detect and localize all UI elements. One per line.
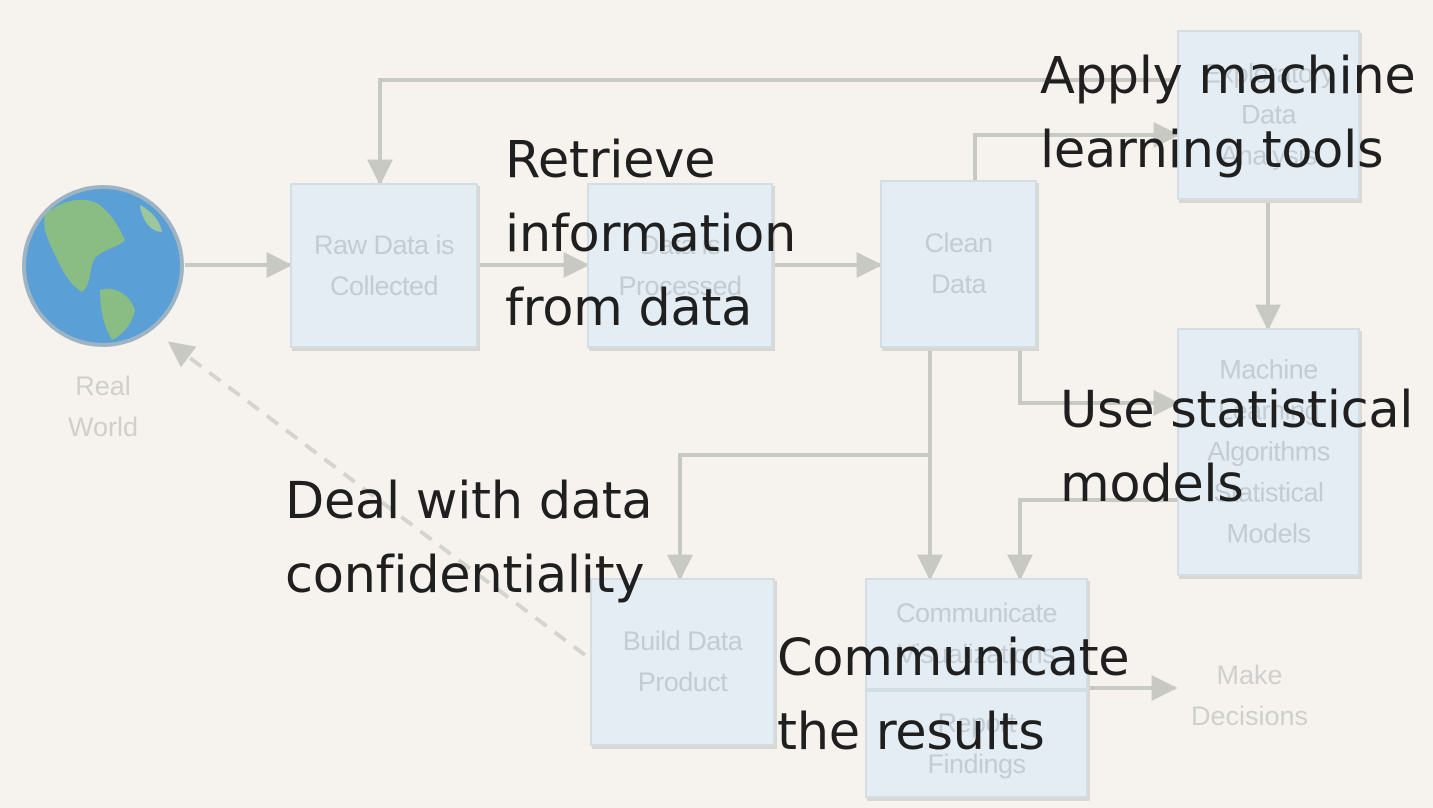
- ml-box: Machine Learning Algorithms Statistical …: [1177, 328, 1360, 576]
- exploratory-label: Exploratory Data Analysis: [1202, 58, 1335, 171]
- exploratory-box: Exploratory Data Analysis: [1177, 30, 1360, 200]
- clean-data-label: Clean Data: [924, 228, 993, 299]
- processed-box: Data is Processed: [587, 183, 773, 348]
- annotation-confidentiality: Deal with data confidentiality: [285, 472, 653, 605]
- arrow-loop-to-raw: [367, 78, 1175, 186]
- build-product-label: Build Data Product: [622, 626, 743, 697]
- clean-data-box: Clean Data: [880, 180, 1037, 348]
- arrow-clean-to-exploratory: [973, 122, 1180, 180]
- arrow-clean-to-ml: [1018, 348, 1180, 416]
- real-world-label: Real World: [67, 371, 139, 442]
- build-product-box: Build Data Product: [590, 578, 775, 746]
- arrow-ml-to-communicate: [1007, 498, 1177, 581]
- processed-label: Data is Processed: [618, 229, 742, 301]
- arrow-build-to-world-dashed: [167, 341, 587, 657]
- raw-data-box: Raw Data is Collected: [290, 183, 478, 348]
- globe-icon: [22, 185, 184, 347]
- annotation-apply-ml: Apply machine learning tools: [1040, 47, 1416, 180]
- annotation-retrieve: Retrieve information from data: [505, 131, 797, 338]
- decisions-label: Make Decisions: [1190, 660, 1309, 731]
- raw-data-label: Raw Data is Collected: [313, 229, 455, 301]
- annotation-communicate: Communicate the results: [777, 629, 1130, 762]
- ml-label: Machine Learning Algorithms Statistical …: [1207, 354, 1330, 549]
- report-box: Report Findings: [865, 690, 1088, 798]
- arrow-junction-to-build: [667, 453, 930, 581]
- communicate-label: Communicate Visualizations: [895, 598, 1058, 669]
- communicate-box: Communicate Visualizations: [865, 578, 1088, 690]
- report-label: Report Findings: [927, 708, 1026, 779]
- annotation-statistical: Use statistical models: [1060, 381, 1414, 514]
